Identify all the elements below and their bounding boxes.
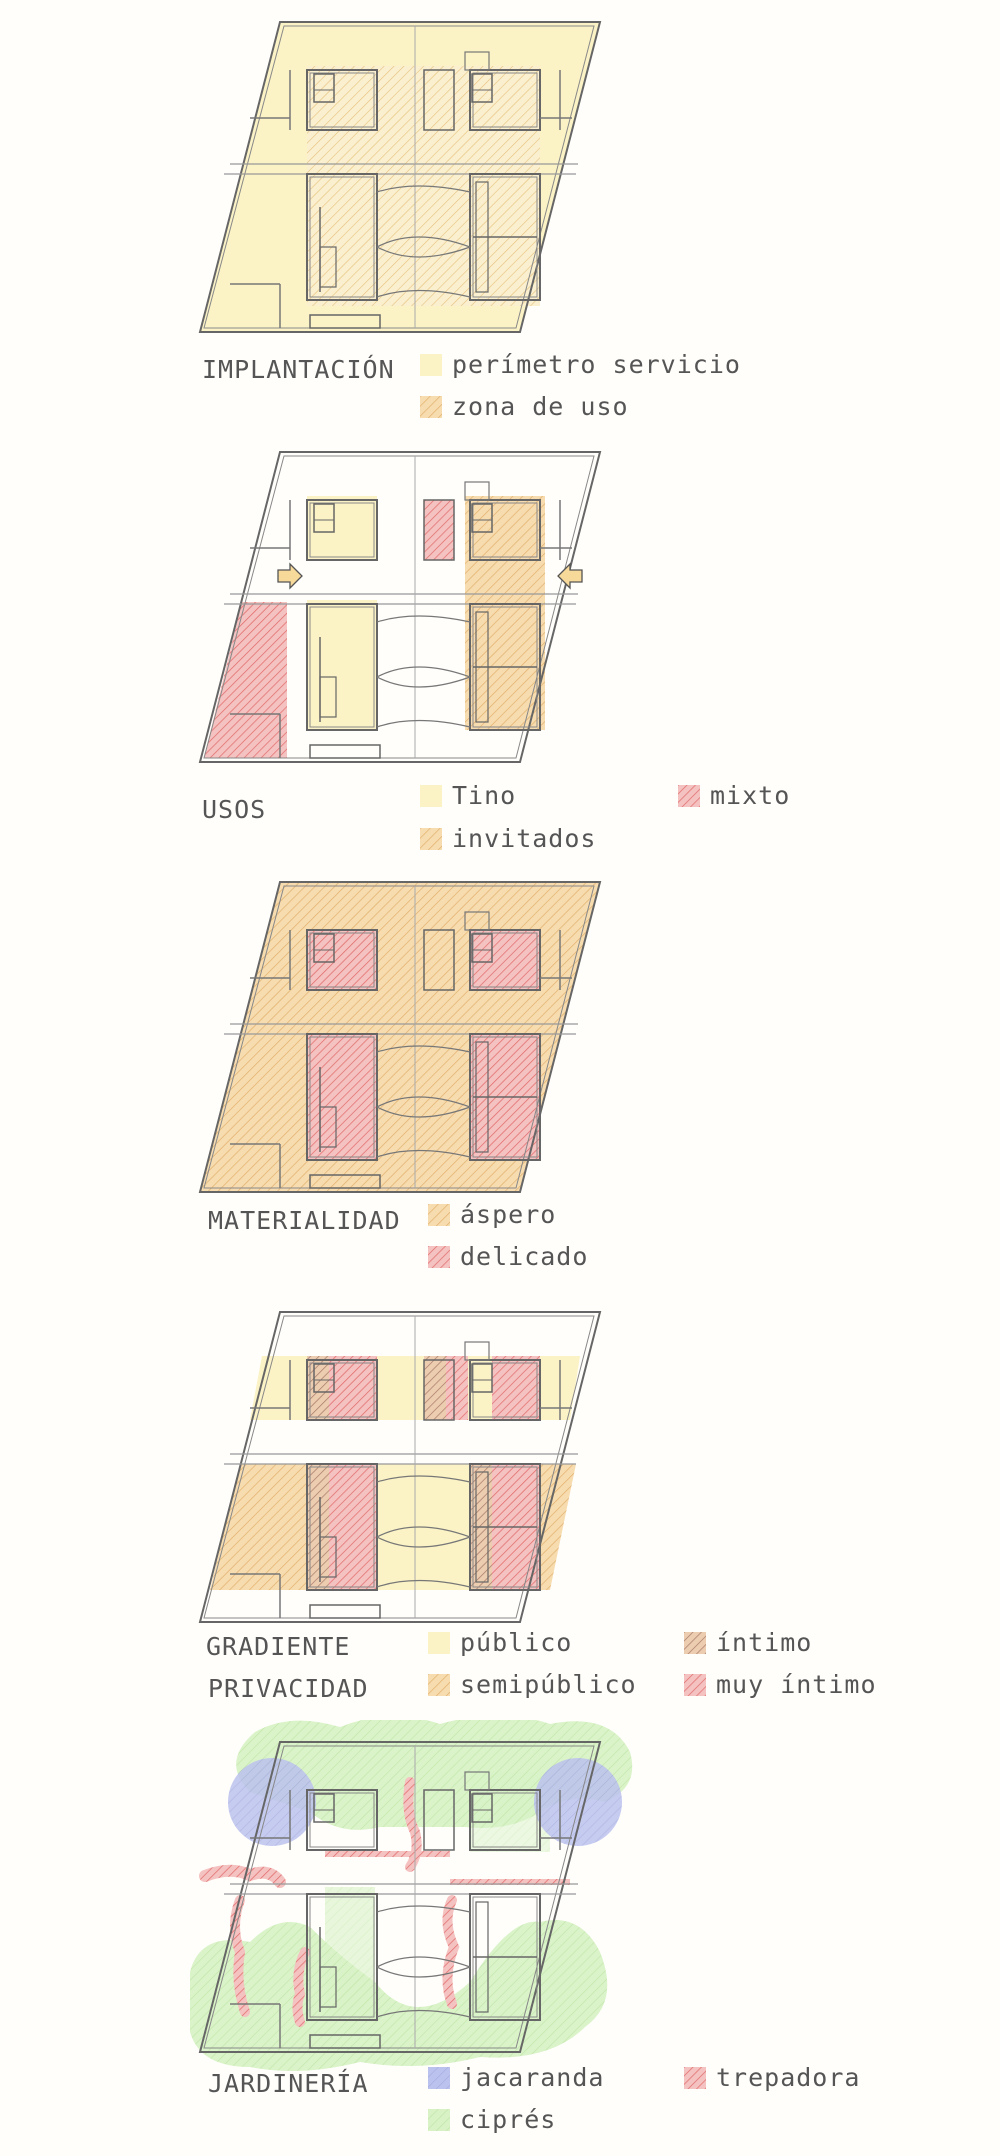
legend-swatch-yellow [420,354,442,376]
area-muy-intimo [492,1356,540,1420]
area-tino [307,496,377,560]
plan-usos [199,451,601,763]
legend-label: ciprés [460,2105,557,2134]
area-intimo [424,1356,446,1420]
legend-label: muy íntimo [716,1670,877,1699]
area-trepadora [292,1947,310,2027]
panel-title: MATERIALIDAD [208,1206,401,1235]
panel-gradiente-privacidad: GRADIENTE PRIVACIDAD público semipúblico… [0,1290,1000,1720]
area-delicado [470,930,540,990]
area-muy-intimo [329,1464,377,1590]
area-mixto [204,602,287,758]
legend-label: mixto [710,781,791,810]
area-intimo [307,1464,329,1590]
panel-title: JARDINERÍA [208,2069,369,2098]
legend-swatch-yellow [428,1632,450,1654]
area-muy-intimo [446,1356,468,1420]
legend-label: jacaranda [460,2063,605,2092]
panel-usos: USOS Tino invitados mixto [0,430,1000,860]
panel-title-line2: PRIVACIDAD [208,1674,369,1703]
plan-gradiente-privacidad [199,1311,601,1623]
legend-label: zona de uso [452,392,629,421]
legend-swatch-orange-hatch [428,1674,450,1696]
legend-label: áspero [460,1200,557,1229]
legend-swatch-yellow [420,785,442,807]
panel-materialidad: MATERIALIDAD áspero delicado [0,860,1000,1290]
plan-jardineria [190,1720,633,2071]
legend-label: público [460,1628,573,1657]
area-delicado [307,930,377,990]
area-muy-intimo [329,1356,377,1420]
panel-jardineria: JARDINERÍA jacaranda ciprés trepadora [0,1720,1000,2156]
legend-swatch-red-hatch [684,1674,706,1696]
legend-swatch-red-hatch [428,1246,450,1268]
area-semipublico [540,1464,576,1590]
legend-label: íntimo [716,1628,813,1657]
legend-label: trepadora [716,2063,861,2092]
legend-label: invitados [452,824,597,853]
panel-title: IMPLANTACIÓN [202,355,395,384]
plan-implantacion [199,21,601,333]
panel-title: USOS [202,795,267,824]
legend-label: semipúblico [460,1670,637,1699]
area-mixto [424,500,454,560]
legend-swatch-blue-hatch [428,2067,450,2089]
area-cipres [325,1887,375,2022]
panel-title-line1: GRADIENTE [206,1632,351,1661]
area-cipres [470,1772,550,1852]
legend-swatch-orange-hatch [420,828,442,850]
arrow-left-icon [557,562,583,590]
plan-materialidad [199,881,601,1193]
area-semipublico [210,1464,307,1590]
area-jacaranda [228,1758,316,1846]
area-intimo [307,1356,329,1420]
area-jacaranda [534,1758,622,1846]
legend-swatch-orange-hatch [428,1204,450,1226]
area-trepadora [442,1895,460,2009]
legend-label: perímetro servicio [452,350,741,379]
legend-label: delicado [460,1242,589,1271]
area-tino [307,600,377,730]
panel-implantacion: IMPLANTACIÓN perímetro servicio zona de … [0,0,1000,430]
legend-label: Tino [452,781,517,810]
legend-swatch-red-hatch [684,2067,706,2089]
legend-swatch-orange-hatch [420,396,442,418]
legend-swatch-green-hatch [428,2109,450,2131]
area-delicado [307,1034,377,1160]
legend-swatch-red-hatch [678,785,700,807]
arrow-right-icon [277,562,303,590]
legend-swatch-brown-hatch [684,1632,706,1654]
area-invitados [465,496,545,730]
